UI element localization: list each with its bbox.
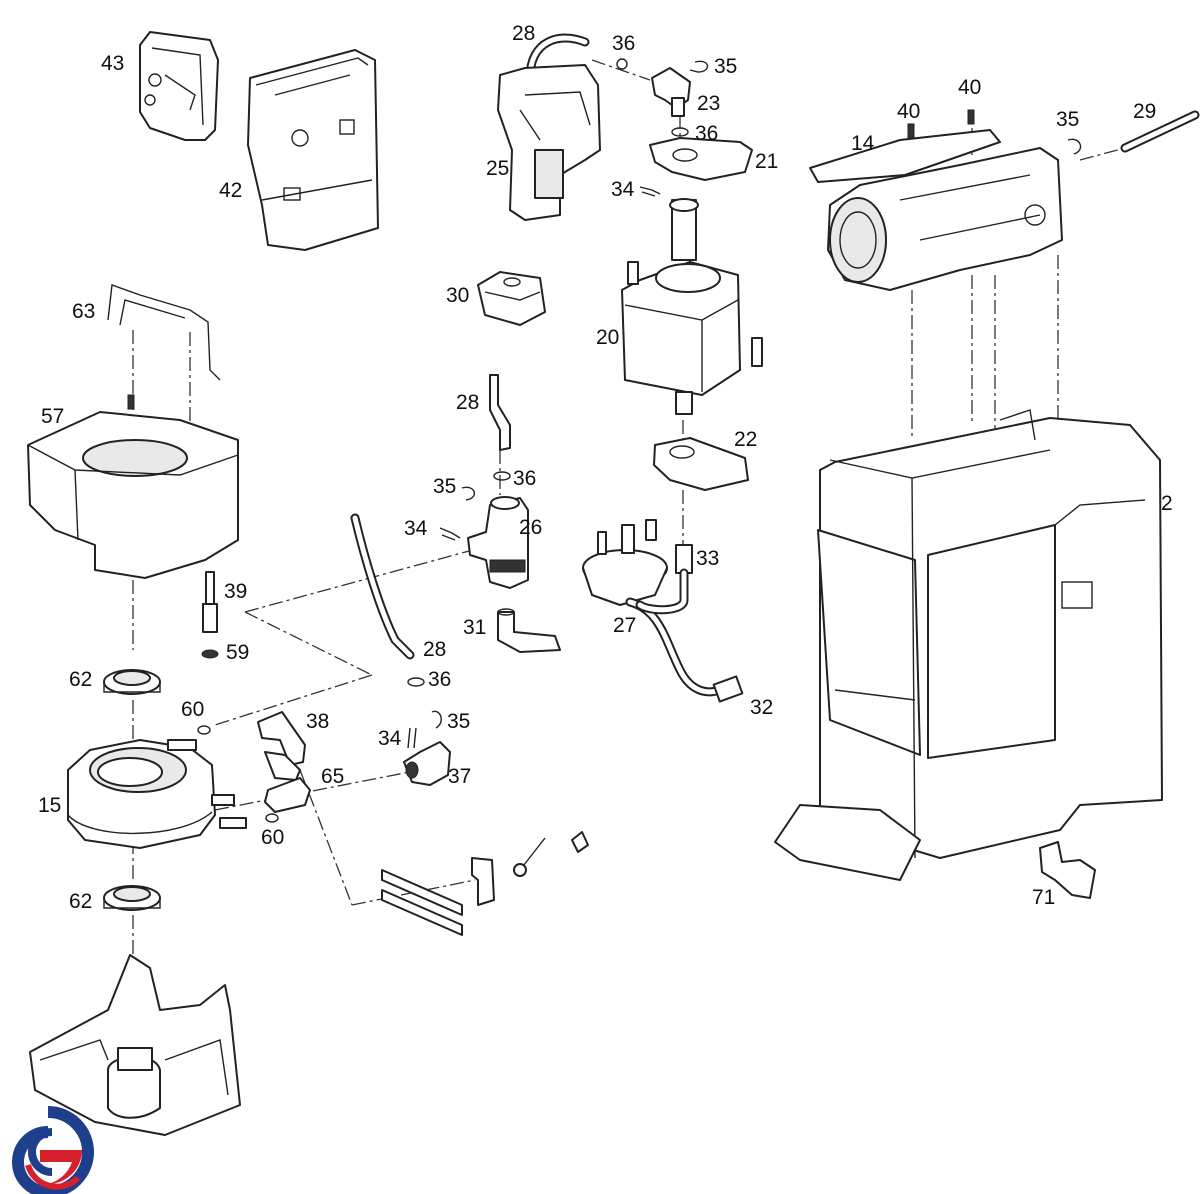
callout-29: 29 xyxy=(1133,100,1156,123)
part-15-boiler xyxy=(67,739,247,849)
part-32-hose xyxy=(625,568,744,703)
part-21-pump-holder-top xyxy=(649,137,753,181)
callout-27: 27 xyxy=(613,614,636,637)
part-26-valve xyxy=(467,496,529,589)
part-22-pump-holder-bottom xyxy=(653,437,749,491)
callout-20: 20 xyxy=(596,326,619,349)
part-30-connector xyxy=(477,271,546,326)
callout-39: 39 xyxy=(224,580,247,603)
part-63-wire-clip xyxy=(107,284,221,381)
part-rods xyxy=(381,869,463,936)
part-23-elbow-fitting xyxy=(651,67,691,117)
part-bracket-small xyxy=(471,857,495,906)
part-31-elbow-hose xyxy=(497,608,561,653)
callout-35: 35 xyxy=(1056,108,1079,131)
part-43-bracket xyxy=(139,31,219,141)
callout-57: 57 xyxy=(41,405,64,428)
part-28-hose-lower xyxy=(350,513,415,660)
callout-32: 32 xyxy=(750,696,773,719)
part-60-washer-b xyxy=(265,813,279,823)
part-34-clip-a xyxy=(639,186,661,197)
callout-36: 36 xyxy=(695,122,718,145)
callout-60: 60 xyxy=(261,826,284,849)
callout-28: 28 xyxy=(423,638,446,661)
callout-38: 38 xyxy=(306,710,329,733)
part-57-boiler-cover xyxy=(27,394,239,579)
callout-65: 65 xyxy=(321,765,344,788)
part-36-washer-c xyxy=(493,471,511,481)
callout-40: 40 xyxy=(958,76,981,99)
callout-31: 31 xyxy=(463,616,486,639)
callout-59: 59 xyxy=(226,641,249,664)
callout-40: 40 xyxy=(897,100,920,123)
part-65-hose xyxy=(264,777,311,813)
callout-62: 62 xyxy=(69,668,92,691)
callout-25: 25 xyxy=(486,157,509,180)
callout-22: 22 xyxy=(734,428,757,451)
part-14-brewing-unit xyxy=(809,109,1063,291)
callout-14: 14 xyxy=(851,132,875,155)
part-62-ring-bottom xyxy=(103,885,161,911)
part-36-washer-d xyxy=(407,677,425,687)
part-29-hose xyxy=(1120,110,1200,153)
part-36-washer-a xyxy=(616,58,628,70)
callout-28: 28 xyxy=(512,22,535,45)
callout-63: 63 xyxy=(72,300,95,323)
callout-35: 35 xyxy=(433,475,456,498)
callout-21: 21 xyxy=(755,150,778,173)
callout-34: 34 xyxy=(378,727,402,750)
callout-30: 30 xyxy=(446,284,469,307)
callout-28: 28 xyxy=(456,391,479,414)
part-25-valve-block xyxy=(497,64,601,221)
part-34-clip-b xyxy=(439,527,461,541)
callout-36: 36 xyxy=(612,32,635,55)
callout-37: 37 xyxy=(448,765,471,788)
part-62-ring-top xyxy=(103,669,161,695)
callout-34: 34 xyxy=(404,517,428,540)
part-35-clip-d xyxy=(1067,138,1082,155)
part-39-pin xyxy=(202,571,218,633)
callout-35: 35 xyxy=(447,710,470,733)
callout-35: 35 xyxy=(714,55,737,78)
callout-43: 43 xyxy=(101,52,124,75)
callout-36: 36 xyxy=(513,467,536,490)
part-38-hose xyxy=(257,711,306,781)
part-36-washer-b xyxy=(671,127,689,137)
callout-26: 26 xyxy=(519,516,542,539)
part-35-clip-b xyxy=(461,486,476,501)
part-35-clip-a xyxy=(689,60,709,73)
part-35-clip-c xyxy=(431,710,442,729)
callout-15: 15 xyxy=(38,794,61,817)
callout-34: 34 xyxy=(611,178,635,201)
part-37-elbow xyxy=(403,741,451,786)
part-sensor-lug xyxy=(513,831,589,877)
callout-36: 36 xyxy=(428,668,451,691)
callout-42: 42 xyxy=(219,179,242,202)
part-28-pipe-mid xyxy=(489,374,511,451)
part-boiler-base xyxy=(29,954,241,1136)
part-71-connector xyxy=(1039,841,1096,899)
part-2-frame xyxy=(774,409,1163,881)
callout-33: 33 xyxy=(696,547,719,570)
brand-logo xyxy=(12,1106,94,1194)
callout-60: 60 xyxy=(181,698,204,721)
callout-labels: 43 42 28 36 35 23 36 21 25 34 40 40 35 2… xyxy=(38,22,1173,913)
callout-62: 62 xyxy=(69,890,92,913)
part-42-control-board xyxy=(247,49,379,251)
callout-71: 71 xyxy=(1032,886,1055,909)
part-27-flowmeter xyxy=(582,519,668,606)
part-34-clip-c xyxy=(407,727,417,749)
callout-23: 23 xyxy=(697,92,720,115)
part-60-washer-a xyxy=(197,725,211,735)
part-59-washer xyxy=(201,649,219,659)
part-20-pump xyxy=(621,198,763,415)
callout-2: 2 xyxy=(1161,492,1173,515)
